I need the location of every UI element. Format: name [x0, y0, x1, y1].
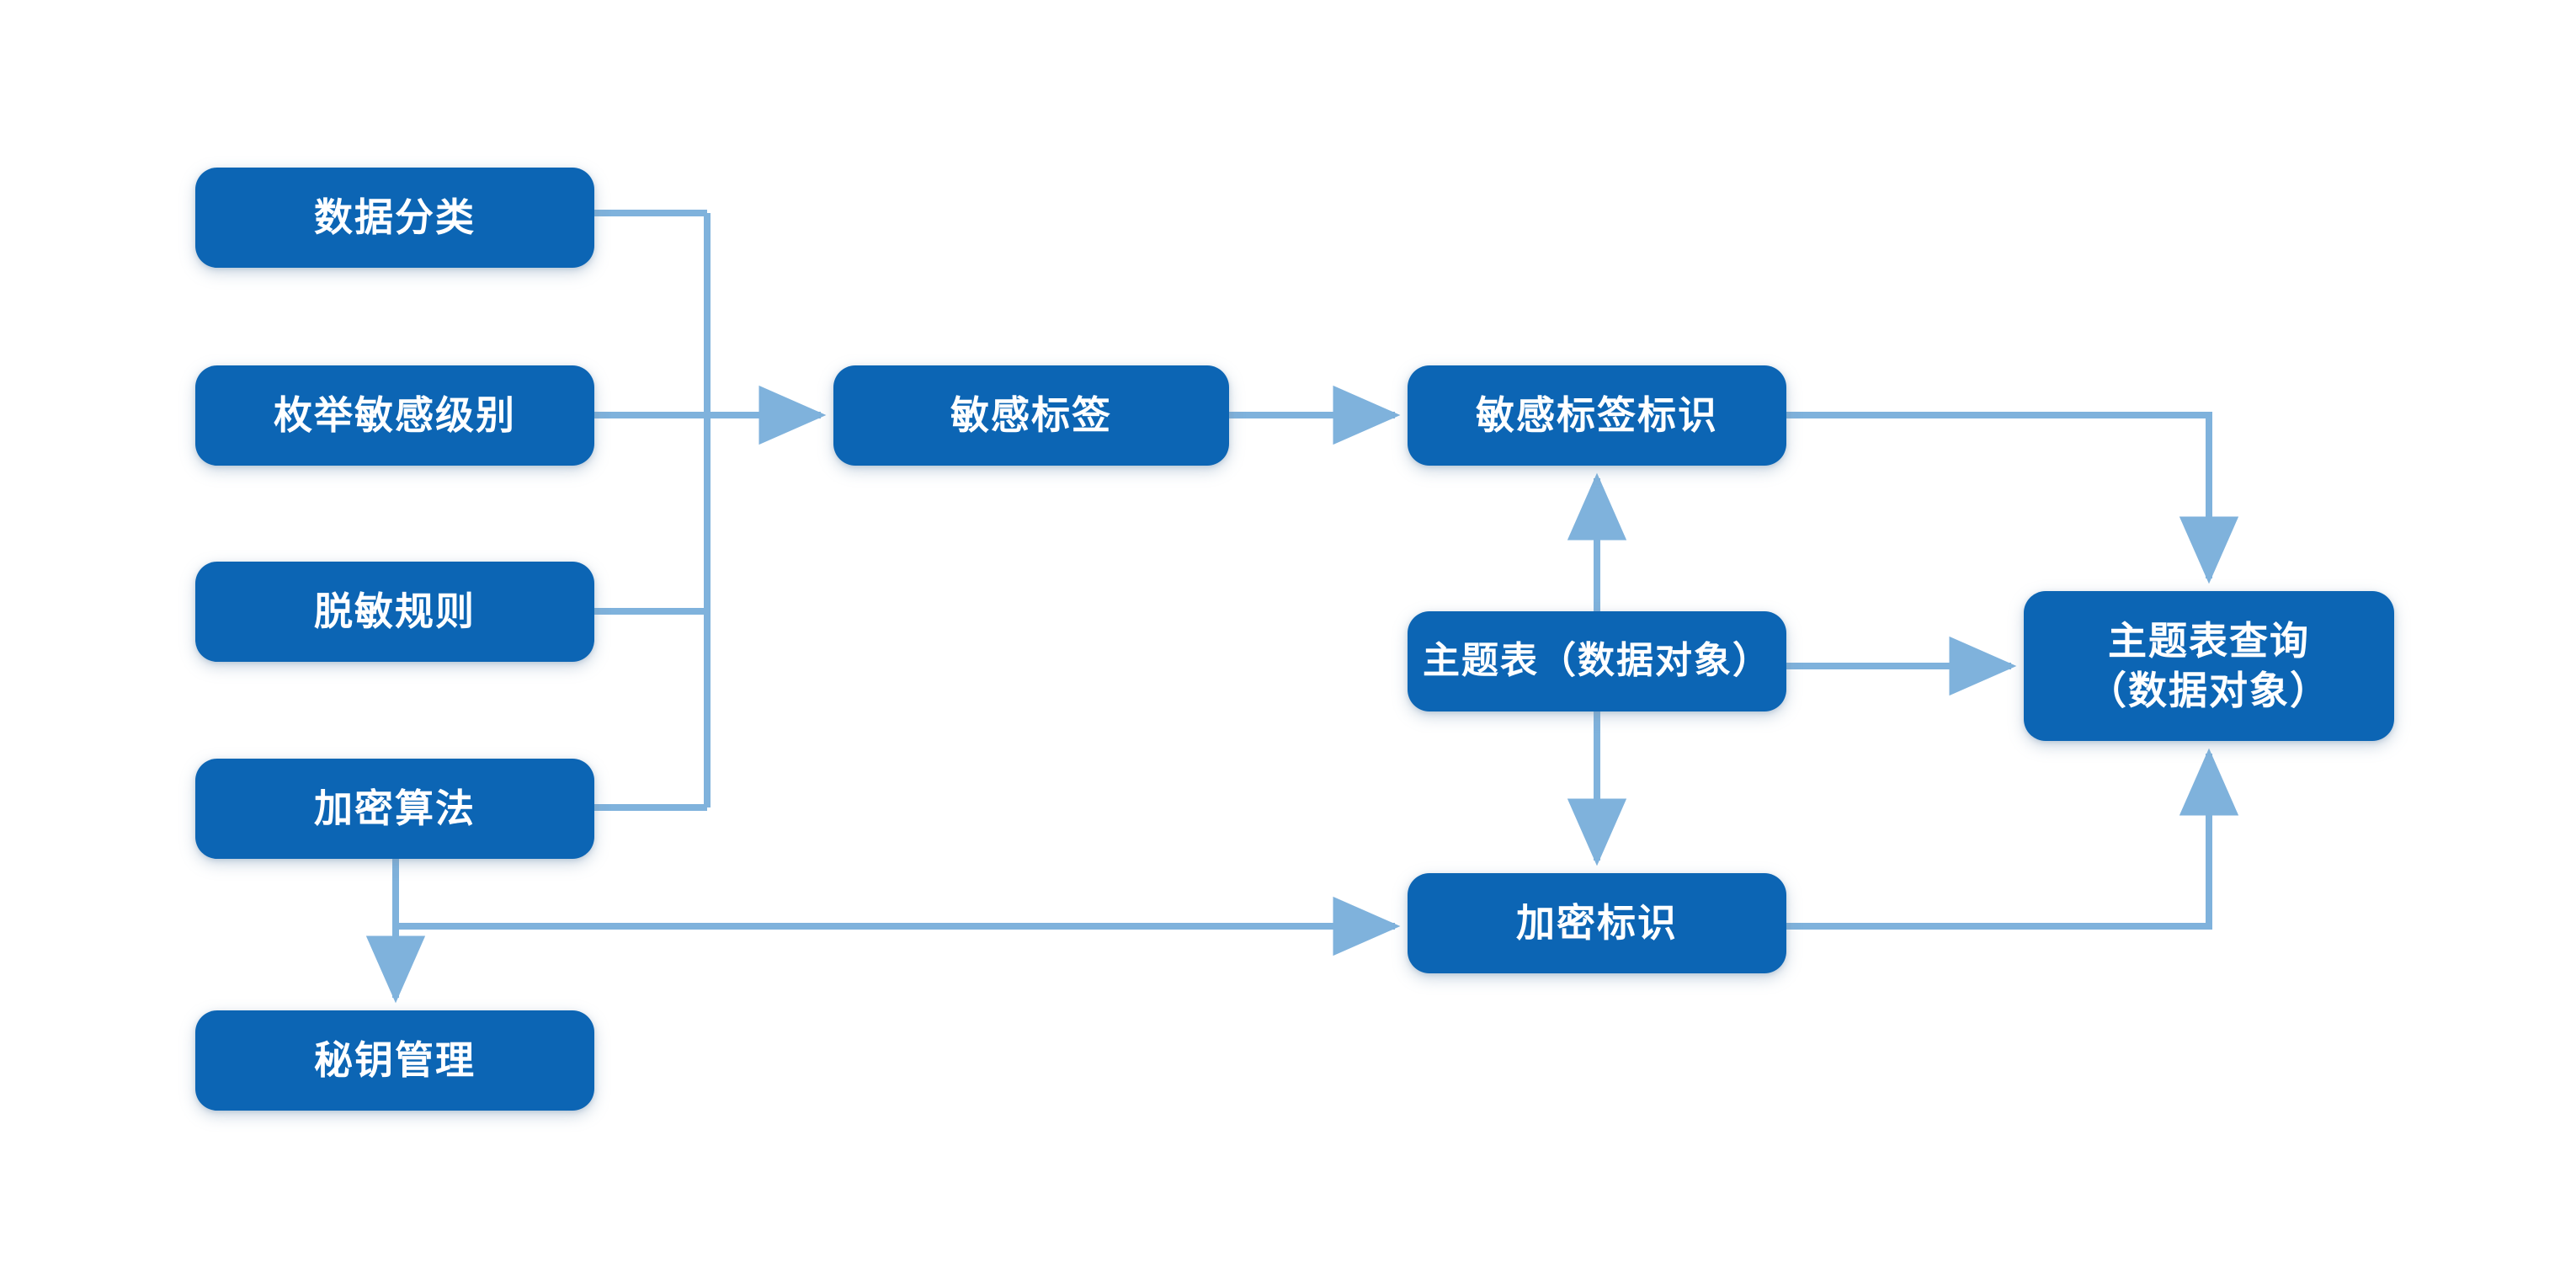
connector-tag-mark-to-query — [1786, 412, 2239, 584]
node-label: 枚举敏感级别 — [274, 393, 516, 438]
node-label: 脱敏规则 — [314, 589, 476, 634]
node-enum-sensitive-level[interactable]: 枚举敏感级别 — [195, 365, 594, 466]
node-label: 主题表查询 （数据对象） — [2088, 619, 2330, 712]
node-subject-table[interactable]: 主题表（数据对象） — [1408, 611, 1786, 711]
node-desensitization-rule[interactable]: 脱敏规则 — [195, 562, 594, 662]
node-sensitive-tag-mark[interactable]: 敏感标签标识 — [1408, 365, 1786, 466]
node-data-classification[interactable]: 数据分类 — [195, 168, 594, 268]
node-label: 数据分类 — [314, 195, 476, 240]
node-key-management[interactable]: 秘钥管理 — [195, 1010, 594, 1111]
node-encryption-algorithm[interactable]: 加密算法 — [195, 759, 594, 859]
node-encryption-mark[interactable]: 加密标识 — [1408, 873, 1786, 973]
node-subject-table-query[interactable]: 主题表查询 （数据对象） — [2024, 591, 2394, 741]
node-sensitive-tag[interactable]: 敏感标签 — [833, 365, 1229, 466]
node-label: 加密标识 — [1516, 901, 1678, 946]
node-label: 主题表（数据对象） — [1423, 640, 1771, 682]
node-label: 敏感标签 — [950, 393, 1112, 438]
node-label: 秘钥管理 — [314, 1038, 476, 1083]
node-label: 敏感标签标识 — [1476, 393, 1718, 438]
connector-enc-mark-to-query — [1786, 748, 2239, 930]
node-label: 加密算法 — [314, 786, 476, 831]
